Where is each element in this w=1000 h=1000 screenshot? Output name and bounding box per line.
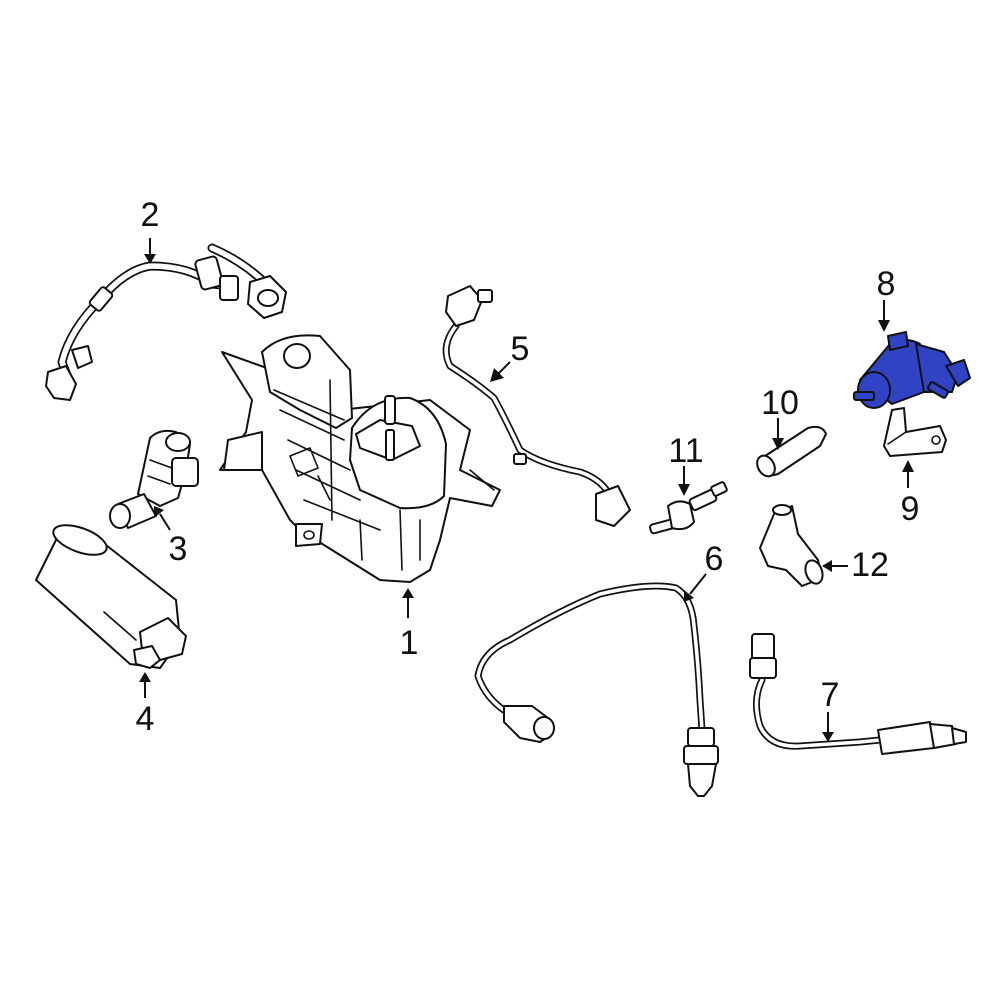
part-8-vent-solenoid[interactable] [853,331,971,409]
callout-labels: 1 2 3 4 5 6 7 8 9 10 11 12 [136,196,920,738]
part-3-purge-solenoid[interactable] [109,429,199,529]
part-1-canister-housing[interactable] [219,334,501,583]
callout-leaders [139,238,914,742]
callout-5[interactable]: 5 [511,330,530,368]
callout-6[interactable]: 6 [705,540,724,578]
callout-12[interactable]: 12 [851,546,889,584]
leader-5 [497,361,511,375]
part-10-hose[interactable] [754,425,827,480]
callout-10[interactable]: 10 [761,384,799,422]
part-7-oxygen-sensor[interactable] [749,633,967,755]
part-5-sensor-harness[interactable] [442,285,631,527]
part-2-vent-hose[interactable] [45,243,287,401]
part-11-check-valve[interactable] [649,481,728,535]
callout-2[interactable]: 2 [141,196,160,234]
leader-3 [159,513,171,531]
callout-4[interactable]: 4 [136,700,155,738]
callout-9[interactable]: 9 [901,490,920,528]
part-4-canister-filter[interactable] [35,519,187,669]
callout-7[interactable]: 7 [821,676,840,714]
callout-1[interactable]: 1 [400,624,419,662]
callout-3[interactable]: 3 [169,530,188,568]
callout-8[interactable]: 8 [877,265,896,303]
part-12-elbow-fitting[interactable] [759,504,826,587]
part-9-bracket[interactable] [883,407,947,457]
callout-11[interactable]: 11 [668,432,703,470]
part-6-oxygen-sensor[interactable] [474,582,719,797]
leader-6 [689,573,707,595]
